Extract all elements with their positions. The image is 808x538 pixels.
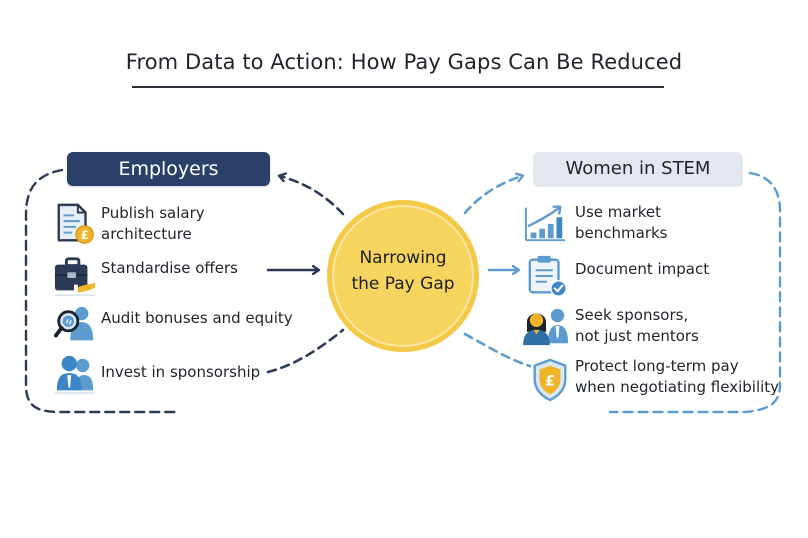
bar-chart-trend-icon xyxy=(524,205,566,242)
salary-document-pound-icon: £ xyxy=(57,203,94,244)
clipboard-check-icon xyxy=(528,255,567,297)
employers-heading: Employers xyxy=(67,152,270,186)
employers-frame xyxy=(24,168,182,414)
women-item-seek-sponsors: Seek sponsors, not just mentors xyxy=(520,303,760,353)
magnifier-audit-icon xyxy=(53,306,94,341)
women-in-stem-heading: Women in STEM xyxy=(533,152,743,187)
central-hub-circle xyxy=(327,200,479,352)
title-underline xyxy=(132,86,664,88)
item-label-line2: when negotiating flexibility xyxy=(575,378,780,396)
hub-label: Narrowing the Pay Gap xyxy=(327,245,479,297)
item-label: Audit bonuses and equity xyxy=(101,309,293,327)
people-sponsorship-icon xyxy=(54,355,96,395)
item-label: Standardise offers xyxy=(101,259,238,277)
item-label-line1: Protect long-term pay xyxy=(575,357,739,375)
woman-and-sponsor-icon xyxy=(523,308,569,346)
connector-sponsorship-to-hub xyxy=(266,328,345,374)
diagram-title: From Data to Action: How Pay Gaps Can Be… xyxy=(125,50,683,74)
connector-hub-to-protect xyxy=(463,332,532,368)
arrow-hub-to-employers xyxy=(280,176,345,216)
svg-text:£: £ xyxy=(545,374,555,390)
item-label-line1: Use market xyxy=(575,203,662,221)
hub-label-line1: Narrowing xyxy=(359,248,447,268)
item-label: Document impact xyxy=(575,260,710,278)
svg-text:£: £ xyxy=(81,228,89,242)
employer-item-audit-bonuses: Audit bonuses and equity xyxy=(52,304,312,348)
arrow-hub-to-women xyxy=(463,176,522,215)
item-label: Invest in sponsorship xyxy=(101,363,261,381)
employer-item-standardise-offers: Standardise offers xyxy=(52,256,272,300)
item-label-line1: Publish salary xyxy=(101,204,205,222)
item-label-line2: benchmarks xyxy=(575,224,668,242)
employer-item-invest-sponsorship: Invest in sponsorship xyxy=(52,354,272,398)
shield-pound-icon: £ xyxy=(533,358,567,402)
item-label-line2: not just mentors xyxy=(575,327,699,345)
item-label-line2: architecture xyxy=(101,225,192,243)
women-item-document-impact: Document impact xyxy=(525,254,745,300)
hub-label-line2: the Pay Gap xyxy=(351,274,455,294)
women-item-market-benchmarks: Use market benchmarks xyxy=(522,200,762,250)
briefcase-hand-icon xyxy=(54,257,96,297)
employer-item-publish-salary: £ Publish salary architecture xyxy=(52,200,292,250)
women-frame xyxy=(608,171,782,414)
women-item-protect-pay: £ Protect long-term pay when negotiating… xyxy=(530,356,780,406)
item-label-line1: Seek sponsors, xyxy=(575,306,689,324)
